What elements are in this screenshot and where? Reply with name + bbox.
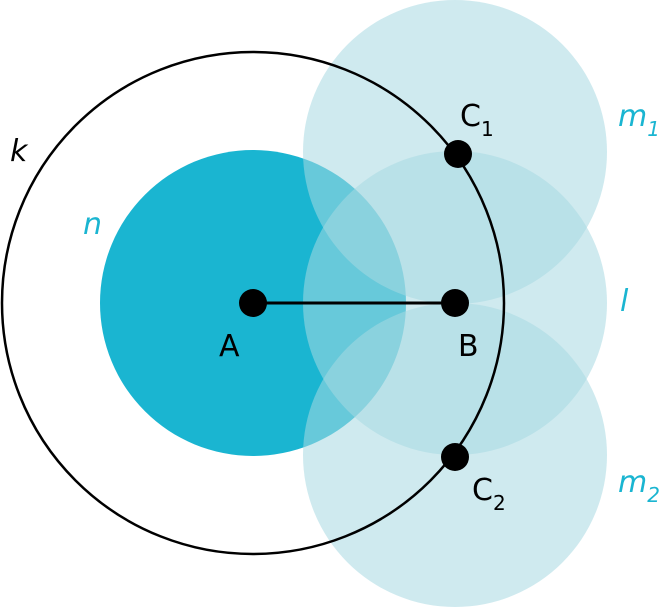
label-c2: C2 <box>472 473 506 515</box>
label-m2-sub: 2 <box>647 483 660 507</box>
label-m2-main: m <box>618 465 647 500</box>
label-c1: C1 <box>460 99 494 141</box>
point-c1 <box>444 140 472 168</box>
label-n: n <box>83 207 102 242</box>
label-c2-sub: 2 <box>493 491 506 515</box>
point-a <box>239 289 267 317</box>
label-m1: m1 <box>618 99 660 141</box>
label-b: B <box>458 329 479 364</box>
point-c2 <box>441 443 469 471</box>
label-m1-sub: 1 <box>647 117 660 141</box>
label-a: A <box>219 329 240 364</box>
label-m2: m2 <box>618 465 660 507</box>
point-b <box>441 289 469 317</box>
circle-k <box>0 50 506 556</box>
label-c2-main: C <box>472 473 493 508</box>
label-m1-main: m <box>618 99 647 134</box>
label-l: l <box>620 284 629 319</box>
label-c1-main: C <box>460 99 481 134</box>
label-k: k <box>10 134 29 169</box>
label-c1-sub: 1 <box>481 117 494 141</box>
